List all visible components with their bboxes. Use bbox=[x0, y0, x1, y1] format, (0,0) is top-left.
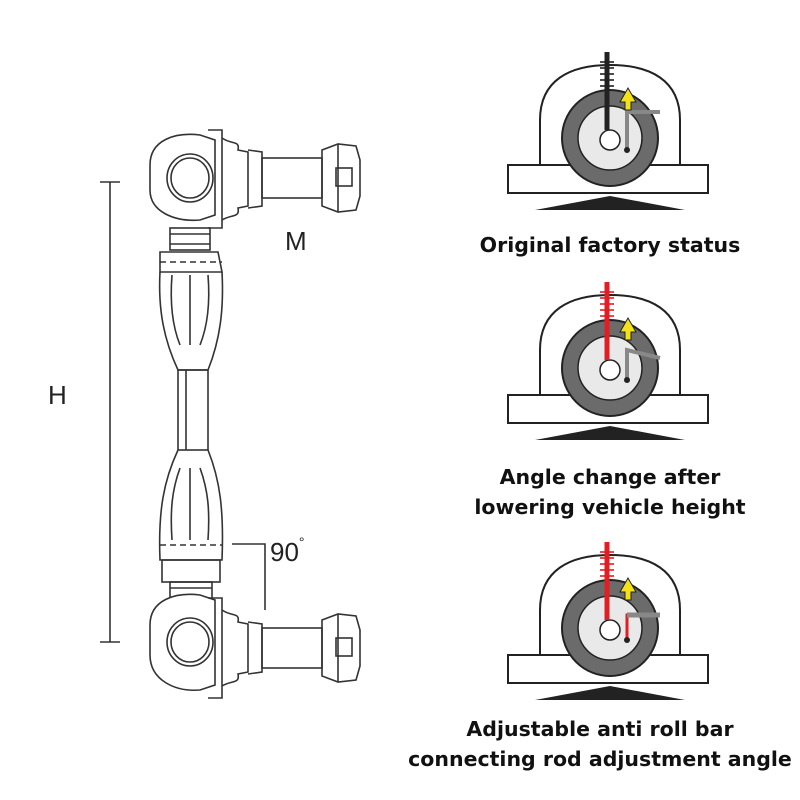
center-rod bbox=[177, 369, 209, 451]
height-label: H bbox=[48, 380, 67, 410]
caption-line: Adjustable anti roll bar bbox=[466, 717, 734, 741]
bushing-panel-3 bbox=[507, 542, 709, 700]
lower-sleeve bbox=[158, 449, 224, 603]
ground-force-arrow-icon bbox=[535, 426, 685, 440]
ground-force-arrow-icon bbox=[535, 686, 685, 700]
direction-arrow-icon bbox=[619, 86, 637, 111]
bar-hole bbox=[599, 129, 621, 151]
angle-unit: ° bbox=[298, 534, 305, 550]
caption-line: lowering vehicle height bbox=[474, 495, 746, 519]
caption-line: connecting rod adjustment angle bbox=[408, 747, 792, 771]
lever-arm bbox=[625, 110, 660, 150]
caption-lowered: Angle change after lowering vehicle heig… bbox=[440, 462, 780, 522]
direction-arrow-icon bbox=[619, 576, 637, 601]
direction-arrow-icon bbox=[619, 316, 637, 341]
angle-indicator-line bbox=[232, 543, 266, 610]
ground-force-arrow-icon bbox=[535, 196, 685, 210]
pivot-dot bbox=[624, 147, 630, 153]
thread-size-label: M bbox=[285, 226, 307, 256]
top-ball-joint bbox=[149, 129, 361, 229]
caption-line: Original factory status bbox=[479, 233, 741, 257]
caption-line: Angle change after bbox=[499, 465, 721, 489]
angle-value: 90 bbox=[270, 537, 299, 567]
angle-label: 90° bbox=[270, 534, 305, 568]
caption-original: Original factory status bbox=[440, 230, 780, 260]
bushing-panel-1 bbox=[507, 52, 709, 210]
bottom-ball-joint bbox=[149, 593, 361, 699]
pivot-dot bbox=[624, 637, 630, 643]
bar-hole bbox=[599, 619, 621, 641]
bushing-panel-2 bbox=[507, 282, 709, 440]
bar-hole bbox=[599, 359, 621, 381]
pivot-dot bbox=[624, 377, 630, 383]
caption-adjusted: Adjustable anti roll bar connecting rod … bbox=[400, 714, 800, 774]
lever-arm bbox=[625, 347, 661, 380]
